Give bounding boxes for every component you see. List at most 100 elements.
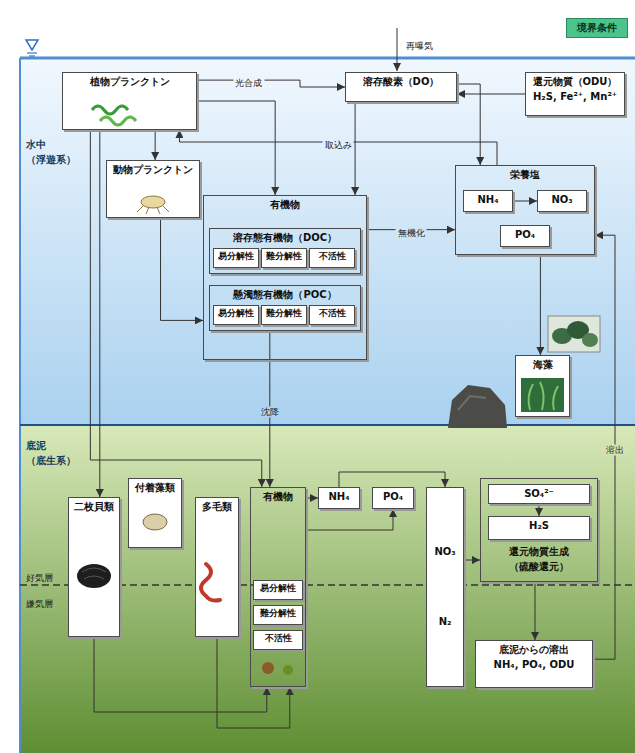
flow-arrow: [540, 255, 541, 355]
sediment-ground: [20, 425, 635, 753]
node-label: N₂: [429, 615, 461, 630]
node-label: 溶存態有機物（DOC）: [212, 231, 358, 246]
node-label: PO₄: [503, 228, 547, 243]
process-box: 難分解性: [261, 305, 307, 325]
water-level-symbol: [27, 52, 37, 53]
node-label: 難分解性: [255, 607, 301, 620]
flow-arrow: [161, 218, 203, 320]
process-box: 海藻: [515, 355, 570, 417]
phytoplankton-icon: [92, 106, 128, 114]
process-box: 易分解性: [213, 305, 259, 325]
flow-arrow: [155, 130, 156, 160]
annotation: 好気層: [24, 573, 55, 584]
rock-picture: [448, 385, 507, 428]
group-box: 還元物質生成（硫酸還元）SO₄²⁻H₂S: [480, 478, 598, 582]
process-box: 動物プランクトン: [106, 160, 200, 218]
node-label: NO₃: [540, 193, 584, 208]
process-box: 還元物質（ODU）H₂S, Fe²⁺, Mn²⁺: [525, 72, 625, 116]
flow-arrow: [539, 504, 540, 516]
node-label: 難分解性: [263, 307, 305, 320]
node-label: NO₃: [429, 545, 461, 560]
process-box: 多毛類: [195, 497, 239, 637]
edge-label: 取込み: [323, 140, 354, 151]
flow-arrow: [306, 498, 318, 499]
flow-arrow: [179, 130, 497, 165]
process-box: NH₄: [318, 487, 360, 509]
annotation: 再曝気: [404, 41, 435, 52]
water-surface: [20, 57, 635, 60]
node-label: 底泥: [24, 439, 633, 454]
node-label: 付着藻類: [131, 481, 179, 496]
group-box: 有機物溶存態有機物（DOC）易分解性難分解性不活性懸濁態有機物（POC）易分解性…: [203, 195, 367, 360]
zooplankton-icon: [141, 196, 165, 208]
node-label: 底泥からの溶出: [478, 643, 590, 658]
group-box: 栄養塩 NH₄ NO₃ PO₄: [455, 165, 595, 255]
process-box: 難分解性: [253, 605, 303, 625]
node-label: 還元物質生成: [483, 545, 595, 560]
node-label: 不活性: [255, 632, 301, 645]
node-label: 溶存酸素（DO）: [348, 75, 454, 90]
phytoplankton-icon: [100, 117, 136, 125]
process-box: 植物プランクトン: [62, 72, 197, 130]
process-box: 難分解性: [261, 248, 307, 268]
edge-label-holder: 溶出: [604, 438, 626, 457]
node-label: 易分解性: [215, 307, 257, 320]
node-label: （底生系）: [24, 454, 633, 469]
group-box: 懸濁態有機物（POC）易分解性難分解性不活性: [209, 285, 361, 331]
water-level-symbol: [26, 40, 38, 50]
water-ground: [20, 58, 635, 425]
process-box: 不活性: [309, 248, 355, 268]
process-box: 底泥からの溶出NH₄, PO₄, ODU: [475, 640, 593, 688]
edge-label-holder: 沈降: [259, 400, 281, 419]
plant-picture: [582, 333, 598, 347]
node-label: 二枚貝類: [71, 500, 117, 515]
zooplankton-icon: [137, 206, 169, 214]
flow-arrow: [355, 102, 356, 195]
tag-box: 境界条件: [566, 18, 628, 38]
node-label: 境界条件: [569, 21, 625, 36]
process-box: PO₄: [372, 487, 414, 509]
process-box: 二枚貝類: [68, 497, 120, 637]
region-band: 水中（浮遊系）植物プランクトン動物プランクトン有機物溶存態有機物（DOC）易分解…: [20, 58, 635, 425]
flow-arrow: [90, 130, 261, 487]
flow-arrow: [269, 331, 270, 487]
process-box: PO₄: [500, 225, 550, 247]
detritus-icon: [262, 662, 274, 674]
group-box: 溶存態有機物（DOC） 易分解性難分解性不活性: [209, 228, 361, 274]
annotation: 嫌気層: [24, 599, 55, 610]
sediment-surface: [20, 424, 635, 426]
flow-arrow: [94, 637, 267, 712]
node-label: NH₄: [466, 193, 510, 208]
plant-picture: [548, 316, 600, 352]
node-label: 難分解性: [263, 250, 305, 263]
detritus-icon: [283, 665, 293, 675]
flow-arrow: [513, 201, 537, 202]
flow-arrow: [197, 101, 275, 195]
process-box: 付着藻類: [128, 478, 182, 548]
flow-arrow: [306, 509, 393, 530]
bivalve-icon: [77, 564, 111, 588]
process-box: 易分解性: [213, 248, 259, 268]
process-box: 易分解性: [253, 580, 303, 600]
node-label: 有機物: [206, 198, 364, 213]
flow-arrow: [457, 84, 480, 165]
process-box: 不活性: [309, 305, 355, 325]
node-label: 還元物質（ODU）: [528, 75, 622, 90]
flow-arrow: [367, 229, 455, 230]
seaweed-picture: [529, 382, 558, 410]
process-box: SO₄²⁻: [488, 484, 590, 504]
flow-arrow: [464, 560, 480, 561]
node-label: 水中: [24, 138, 633, 153]
worm-icon: [201, 564, 220, 601]
reaeration-arrow: [397, 28, 398, 71]
node-label: 栄養塩: [458, 168, 592, 183]
node-label: PO₄: [375, 490, 411, 505]
edge-label: 光合成: [233, 78, 264, 89]
bivalve-icon: [82, 568, 106, 579]
process-box: H₂S: [488, 516, 590, 540]
node-label: 動物プランクトン: [109, 163, 197, 178]
process-box: 不活性: [253, 630, 303, 650]
node-label: H₂S: [491, 519, 587, 534]
node-label: 海藻: [518, 358, 567, 373]
